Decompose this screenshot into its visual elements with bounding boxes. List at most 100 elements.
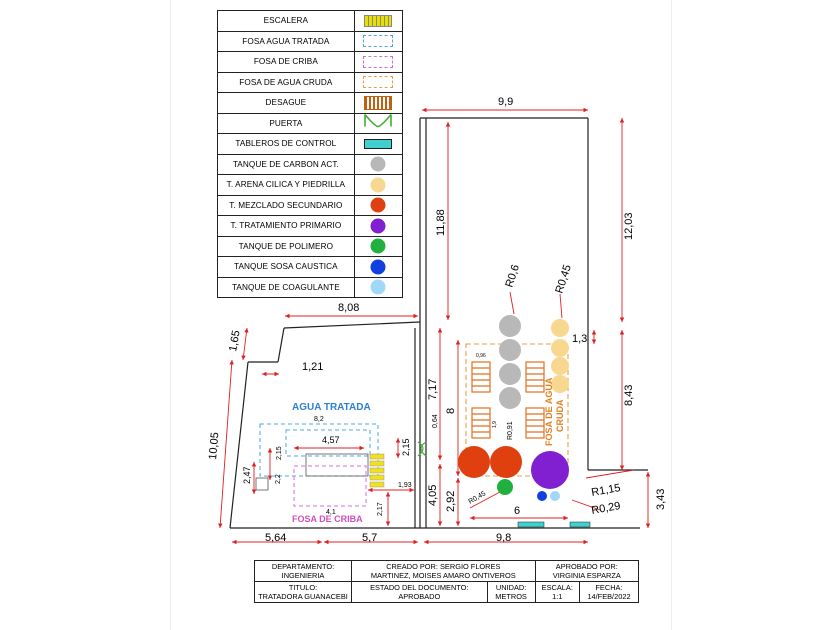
dim-2-15a: 2,15 (276, 446, 283, 460)
dim-7-17: 7,17 (427, 379, 439, 400)
control-panel-icon (364, 138, 393, 149)
legend-symbol-cell (353, 30, 404, 52)
tb-estado-h: ESTADO DEL DOCUMENTO: (370, 583, 469, 592)
dim-2-2: 2,2 (275, 474, 282, 484)
legend-row: TANQUE SOSA CAUSTICA (217, 256, 404, 278)
legend-circle-icon (370, 259, 386, 275)
dim-8-2: 8,2 (314, 416, 324, 423)
legend-circle-icon (370, 238, 386, 254)
legend-symbol-cell (353, 10, 404, 32)
tb-aprobado-h: APROBADO POR: (555, 562, 618, 571)
stairs-icon (364, 14, 393, 27)
tb-estado-v: APROBADO (398, 592, 441, 601)
fosa-agua-tratada-inner (285, 429, 371, 457)
tb-aprobado-v: VIRGINIA ESPARZA (552, 571, 621, 580)
legend-symbol-cell (353, 235, 404, 257)
dim-1-3: 1,3 (572, 333, 587, 345)
legend-symbol-cell (353, 133, 404, 155)
label-fosa-agua-cruda-2: CRUDA (555, 399, 565, 432)
dashed-area-icon (363, 76, 394, 89)
legend-row: TANQUE DE POLIMERO (217, 235, 404, 257)
legend-row: T. TRATAMIENTO PRIMARIO (217, 215, 404, 237)
tb-creado-v: MARTINEZ, MOISES AMARO ONTIVEROS (370, 571, 516, 580)
dim-12-03: 12,03 (623, 212, 635, 240)
radius-0-45b: R0,45 (468, 490, 488, 505)
dim-1-93: 1,93 (398, 482, 412, 489)
tb-unidad-v: METROS (495, 592, 527, 601)
door (417, 441, 427, 457)
tb-departamento-h: DEPARTAMENTO: (271, 562, 335, 571)
legend-symbol-cell (353, 256, 404, 278)
tb-titulo-v: TRATADORA GUANACEBI (258, 592, 348, 601)
dim-8-08: 8,08 (338, 302, 359, 314)
drain-icon (364, 95, 393, 110)
radius-0-91: R0,91 (507, 421, 514, 440)
fosa-agua-tratada (259, 423, 379, 477)
equipment-box (305, 453, 369, 477)
tb-titulo-h: TITULO: (288, 583, 318, 592)
dim-8: 8 (445, 408, 457, 414)
legend-symbol-cell (353, 215, 404, 237)
dim-0-64: 0,64 (432, 414, 439, 428)
control-panel-1 (517, 521, 545, 528)
dim-0-96: 0,96 (476, 353, 486, 359)
legend-row: FOSA DE AGUA CRUDA (217, 71, 404, 93)
tank-sosa (537, 491, 547, 501)
tank-coagulante (550, 491, 560, 501)
tanks-arena (551, 319, 569, 393)
legend-circle-icon (370, 218, 386, 234)
legend-row: T. MEZCLADO SECUNDARIO (217, 194, 404, 216)
radius-1-15: R1,15 (590, 482, 621, 499)
dim-4-57: 4,57 (322, 435, 340, 445)
dim-1-21: 1,21 (302, 361, 323, 373)
dim-5-7: 5,7 (362, 532, 377, 544)
tb-departamento-v: INGENIERIA (281, 571, 325, 580)
dimension-lines (218, 107, 651, 545)
title-block: DEPARTAMENTO:INGENIERIA CREADO POR: SERG… (254, 560, 640, 603)
tb-unidad-h: UNIDAD: (495, 583, 527, 592)
legend-circle-icon (370, 156, 386, 172)
dim-5-64: 5,64 (265, 532, 286, 544)
dim-3-43: 3,43 (655, 489, 667, 510)
legend-symbol-cell (353, 276, 404, 298)
dim-10-05: 10,05 (207, 432, 221, 460)
dim-4-1: 4,1 (326, 509, 336, 516)
tanks-carbon (499, 315, 521, 409)
radius-0-45: R0,45 (553, 263, 573, 295)
legend-circle-icon (370, 177, 386, 193)
tb-fecha-h: FECHA: (595, 583, 623, 592)
tank-mezclado-1 (458, 446, 490, 478)
label-fosa-agua-cruda-1: FOSA DE AGUA (544, 377, 554, 446)
tb-escala-h: ESCALA: (541, 583, 573, 592)
dim-1-9: 1,9 (492, 421, 498, 428)
dim-2-47: 2,47 (242, 466, 252, 484)
label-fosa-criba: FOSA DE CRIBA (292, 514, 363, 524)
dim-11-88: 11,88 (435, 209, 447, 236)
stairs-yellow (369, 453, 385, 488)
radius-0-29: R0,29 (590, 500, 621, 517)
dim-9-9: 9,9 (498, 96, 513, 108)
dashed-area-icon (363, 35, 394, 48)
door-icon (363, 113, 393, 134)
legend-row: DESAGUE (217, 92, 404, 114)
tank-mezclado-2 (490, 446, 522, 478)
tb-escala-v: 1:1 (552, 592, 563, 601)
tank-polimero (497, 479, 513, 495)
legend-circle-icon (370, 279, 386, 295)
tb-creado-h: CREADO POR: SERGIO FLORES (386, 562, 501, 571)
radius-0-6: R0,6 (503, 263, 522, 289)
dim-2-92: 2,92 (445, 491, 457, 512)
legend-row: TANQUE DE COAGULANTE (217, 276, 404, 298)
legend-circle-icon (370, 197, 386, 213)
drains (471, 361, 545, 439)
legend-symbol-cell (353, 153, 404, 175)
dim-2-17: 2,17 (377, 502, 384, 516)
building-walls (229, 117, 648, 529)
label-agua-tratada: AGUA TRATADA (292, 402, 371, 413)
tb-fecha-v: 14/FEB/2022 (587, 592, 631, 601)
control-panel-2 (569, 521, 591, 528)
legend-symbol-cell (353, 92, 404, 114)
dim-8-43: 8,43 (623, 385, 635, 406)
dashed-area-icon (363, 55, 394, 68)
